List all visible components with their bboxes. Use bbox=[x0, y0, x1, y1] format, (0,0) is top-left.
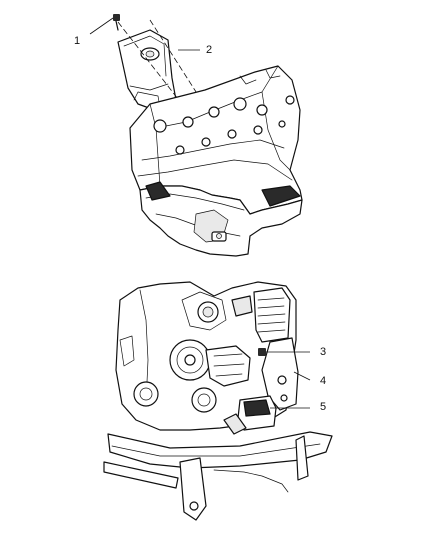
oil-pan bbox=[139, 181, 303, 257]
crossmember-frame bbox=[103, 431, 333, 521]
engine-assembly bbox=[115, 281, 299, 435]
bolt-part-1 bbox=[113, 14, 120, 31]
callout-1: 1 bbox=[74, 35, 81, 47]
callout-2: 2 bbox=[206, 44, 213, 56]
callout-5: 5 bbox=[320, 401, 327, 413]
callout-3: 3 bbox=[320, 346, 327, 358]
callout-4: 4 bbox=[320, 375, 327, 387]
